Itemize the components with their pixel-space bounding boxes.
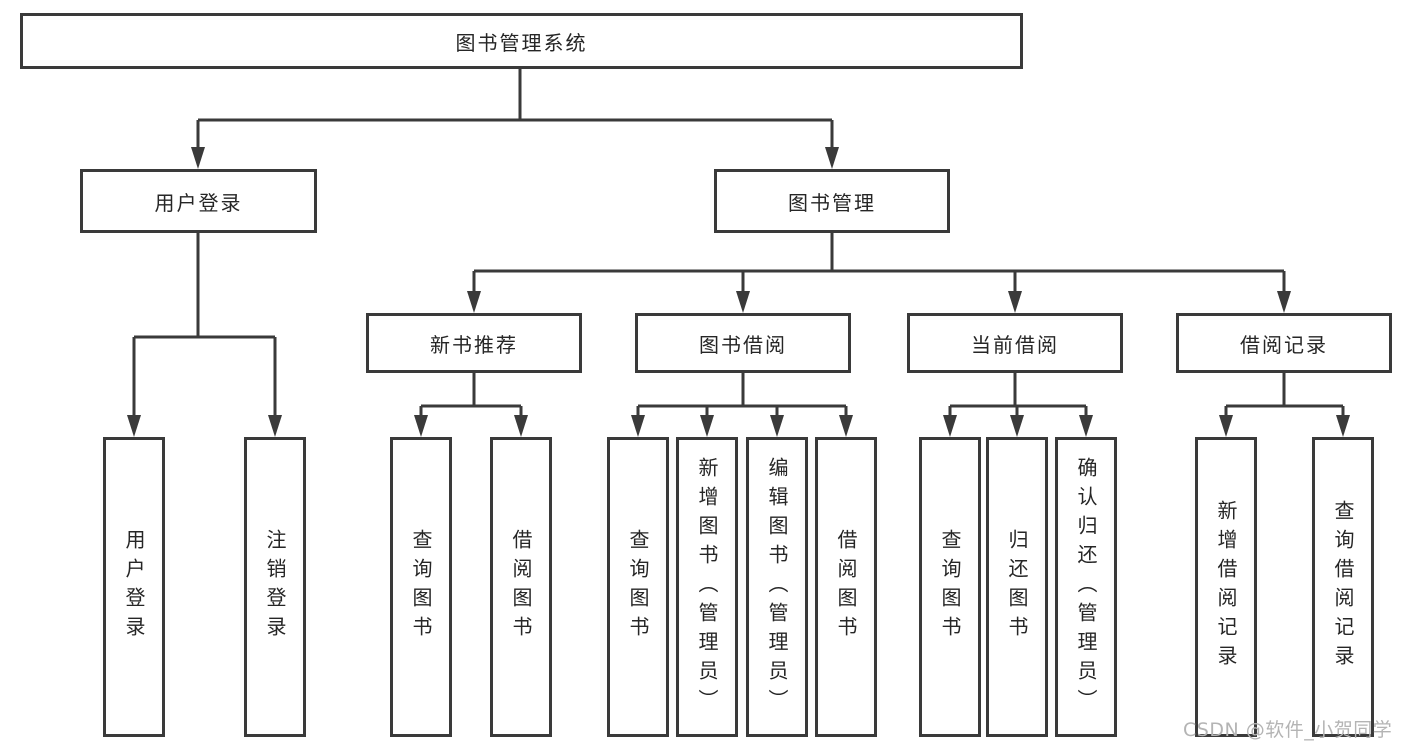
leaf-query-books-borrowing-label: 查询图书: [626, 529, 650, 645]
leaf-confirm-return-admin-label: 确认归还（管理员）: [1074, 456, 1098, 718]
leaf-return-books: 归还图书: [986, 437, 1048, 737]
node-new-book-recommend-label: 新书推荐: [430, 332, 518, 357]
node-borrowing-records: 借阅记录: [1176, 313, 1392, 373]
node-new-book-recommend: 新书推荐: [366, 313, 582, 373]
node-root-label: 图书管理系统: [455, 30, 588, 55]
leaf-add-borrow-record: 新增借阅记录: [1195, 437, 1257, 737]
node-book-management-label: 图书管理: [788, 190, 876, 215]
leaf-user-login-label: 用户登录: [122, 529, 146, 645]
leaf-borrow-books-recommend: 借阅图书: [490, 437, 552, 737]
node-root: 图书管理系统: [20, 13, 1023, 69]
leaf-logout: 注销登录: [244, 437, 306, 737]
leaf-query-borrow-record: 查询借阅记录: [1312, 437, 1374, 737]
leaf-logout-label: 注销登录: [263, 529, 287, 645]
leaf-query-books-current: 查询图书: [919, 437, 981, 737]
node-current-borrowing: 当前借阅: [907, 313, 1123, 373]
leaf-add-books-admin: 新增图书（管理员）: [676, 437, 738, 737]
leaf-query-borrow-record-label: 查询借阅记录: [1331, 500, 1355, 674]
leaf-query-books-recommend-label: 查询图书: [409, 529, 433, 645]
leaf-user-login: 用户登录: [103, 437, 165, 737]
leaf-confirm-return-admin: 确认归还（管理员）: [1055, 437, 1117, 737]
node-book-management: 图书管理: [714, 169, 950, 233]
leaf-query-books-current-label: 查询图书: [938, 529, 962, 645]
leaf-query-books-recommend: 查询图书: [390, 437, 452, 737]
leaf-edit-books-admin: 编辑图书（管理员）: [746, 437, 808, 737]
csdn-watermark: CSDN @软件_小贺同学: [1183, 719, 1393, 741]
leaf-borrow-books-label: 借阅图书: [834, 529, 858, 645]
node-current-borrowing-label: 当前借阅: [971, 332, 1059, 357]
leaf-add-borrow-record-label: 新增借阅记录: [1214, 500, 1238, 674]
leaf-query-books-borrowing: 查询图书: [607, 437, 669, 737]
leaf-edit-books-admin-label: 编辑图书（管理员）: [765, 456, 789, 718]
leaf-return-books-label: 归还图书: [1005, 529, 1029, 645]
node-book-borrowing-label: 图书借阅: [699, 332, 787, 357]
node-user-login-label: 用户登录: [154, 190, 243, 215]
connector-lines: [132, 69, 1345, 421]
leaf-borrow-books: 借阅图书: [815, 437, 877, 737]
leaf-borrow-books-recommend-label: 借阅图书: [509, 529, 533, 645]
connector-arrowheads: [127, 147, 1350, 437]
node-user-login: 用户登录: [80, 169, 317, 233]
leaf-add-books-admin-label: 新增图书（管理员）: [695, 456, 719, 718]
node-book-borrowing: 图书借阅: [635, 313, 851, 373]
node-borrowing-records-label: 借阅记录: [1240, 332, 1328, 357]
